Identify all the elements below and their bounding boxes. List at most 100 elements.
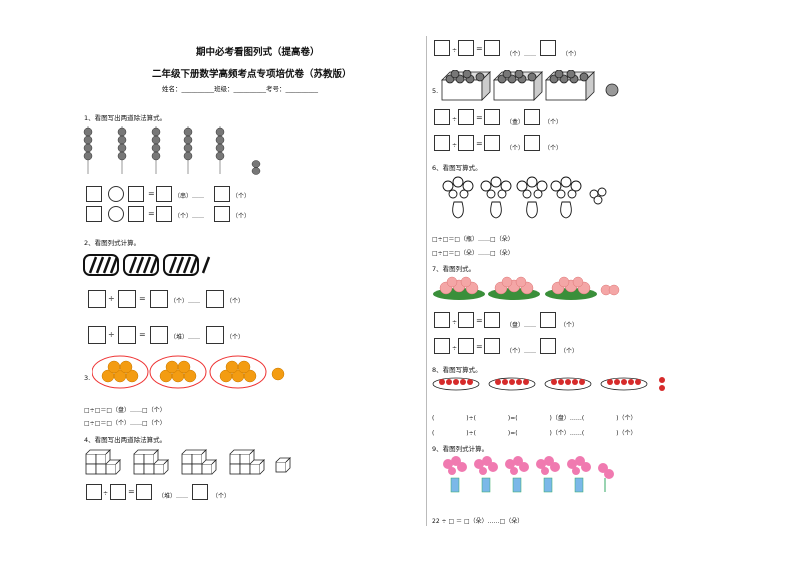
q5-r2-box1[interactable]: [434, 135, 450, 151]
q4-r1-box2[interactable]: [110, 484, 126, 500]
q6-label: 6、看图写算式。: [432, 164, 482, 172]
q6-line1: □÷□＝□（瓶）……□（朵）: [432, 236, 514, 243]
q5-r1-box2[interactable]: [458, 109, 474, 125]
q4-r1-box3[interactable]: [136, 484, 152, 500]
q5-r1-equals: =: [476, 113, 483, 122]
q8-l1-p3: )（盘）……(: [549, 415, 585, 422]
q8-l1-p0: (: [432, 415, 435, 422]
q4-r1-box4[interactable]: [192, 484, 208, 500]
q7-r2-box1[interactable]: [434, 338, 450, 354]
q2-r1-equals: =: [139, 294, 146, 303]
q8-l1-p4: )（个）: [616, 415, 637, 422]
q5-r2-equals: =: [476, 139, 483, 148]
q8-line2: ( )÷( )=( )（个）……( )（个）: [432, 428, 637, 437]
q2-r1-box1[interactable]: [88, 290, 106, 308]
r-top-box2[interactable]: [458, 40, 474, 56]
q1-r1-box1[interactable]: [86, 186, 102, 202]
column-divider: [426, 36, 427, 526]
q2-r1-box3[interactable]: [150, 290, 168, 308]
q3-oranges-image: [92, 355, 285, 389]
q8-label: 8、看图写算式。: [432, 366, 482, 374]
student-info-line: 姓名：__________班级：__________考号：__________: [162, 85, 318, 93]
q1-r2-box2[interactable]: [128, 206, 144, 222]
q4-r1-unit2: （个）: [212, 493, 231, 500]
q2-sticks-image: [83, 254, 211, 276]
q7-r1-equals: =: [476, 316, 483, 325]
q2-r2-box2[interactable]: [118, 326, 136, 344]
q7-r1-divide: ÷: [452, 319, 458, 326]
q1-r1-op-circle[interactable]: [108, 186, 124, 202]
q5-label: 5.: [432, 87, 439, 95]
r-top-box4[interactable]: [540, 40, 556, 56]
q7-r1-box4[interactable]: [540, 312, 556, 328]
r-top-unit1: （个）……: [506, 51, 537, 58]
q2-r2-equals: =: [139, 330, 146, 339]
r-top-box3[interactable]: [484, 40, 500, 56]
q7-r1-unit2: （个）: [560, 322, 579, 329]
q5-r1-unit2: （个）: [544, 119, 563, 126]
q5-r2-box4[interactable]: [524, 135, 540, 151]
q1-r2-equals: =: [148, 209, 155, 218]
q3-line2: □÷□＝□（个）……□（个）: [84, 420, 166, 427]
q4-cubes-image: [85, 449, 291, 475]
q7-r1-box3[interactable]: [484, 312, 500, 328]
r-top-divide: ÷: [452, 47, 458, 54]
q4-r1-unit1: （堆）……: [158, 493, 189, 500]
q2-r1-unit2: （个）: [226, 298, 245, 305]
r-top-box1[interactable]: [434, 40, 450, 56]
q1-label: 1、看图写出两道除法算式。: [84, 114, 167, 122]
q3-line1: □÷□＝□（盘）……□（个）: [84, 407, 166, 414]
q2-r2-box1[interactable]: [88, 326, 106, 344]
q2-r1-box2[interactable]: [118, 290, 136, 308]
q5-r1-box1[interactable]: [434, 109, 450, 125]
q7-r1-box2[interactable]: [458, 312, 474, 328]
q2-r2-divide: ÷: [108, 330, 115, 339]
q7-r1-unit1: （盘）……: [506, 322, 537, 329]
q1-r2-unit1: （个）……: [174, 213, 205, 220]
q7-r2-unit1: （个）……: [506, 348, 537, 355]
q1-r1-box2[interactable]: [128, 186, 144, 202]
q4-label: 4、看图写出两道除法算式。: [84, 436, 167, 444]
q4-r1-equals: =: [128, 487, 135, 496]
q1-r1-unit2: （个）: [232, 193, 251, 200]
q1-r1-box4[interactable]: [214, 186, 230, 202]
q8-l2-p1: )÷(: [466, 430, 476, 437]
paper-title: 期中必考看图列式（提高卷）: [196, 47, 320, 58]
q1-r2-op-circle[interactable]: [108, 206, 124, 222]
q5-r2-box2[interactable]: [458, 135, 474, 151]
q7-r2-box2[interactable]: [458, 338, 474, 354]
q5-r1-box3[interactable]: [484, 109, 500, 125]
q1-r1-box3[interactable]: [156, 186, 172, 202]
q6-flower-vases-image: [442, 176, 607, 219]
q4-r1-divide: ÷: [103, 490, 109, 497]
q3-label: 3.: [84, 374, 91, 382]
q2-r2-box3[interactable]: [150, 326, 168, 344]
q5-ball-boxes-image: [441, 70, 619, 101]
q8-strawberry-plates-image: [432, 377, 665, 391]
q8-l2-p4: )（个）: [616, 430, 637, 437]
q5-r1-box4[interactable]: [524, 109, 540, 125]
q1-r1-unit1: （串）……: [174, 193, 205, 200]
q2-r1-unit1: （个）……: [170, 298, 201, 305]
q8-l1-p1: )÷(: [466, 415, 476, 422]
r-top-equals: =: [476, 44, 483, 53]
q7-r1-box1[interactable]: [434, 312, 450, 328]
q7-r2-box3[interactable]: [484, 338, 500, 354]
q8-l2-p3: )（个）……(: [549, 430, 585, 437]
q5-r1-unit1: （盒）……: [506, 119, 537, 126]
q6-line2: □÷□＝□（朵）……□（朵）: [432, 250, 514, 257]
q5-r2-divide: ÷: [452, 142, 458, 149]
q1-r2-box3[interactable]: [156, 206, 172, 222]
q7-r2-box4[interactable]: [540, 338, 556, 354]
q4-r1-box1[interactable]: [86, 484, 102, 500]
q8-l2-p2: )=(: [507, 430, 518, 437]
q5-r2-unit1: （个）……: [506, 145, 537, 152]
q1-r2-box1[interactable]: [86, 206, 102, 222]
q5-r2-unit2: （个）: [544, 145, 563, 152]
q2-r1-box4[interactable]: [206, 290, 224, 308]
q7-r2-unit2: （个）: [560, 348, 579, 355]
q5-r2-box3[interactable]: [484, 135, 500, 151]
q7-label: 7、看图列式。: [432, 265, 476, 273]
q1-r2-box4[interactable]: [214, 206, 230, 222]
q2-r2-box4[interactable]: [206, 326, 224, 344]
